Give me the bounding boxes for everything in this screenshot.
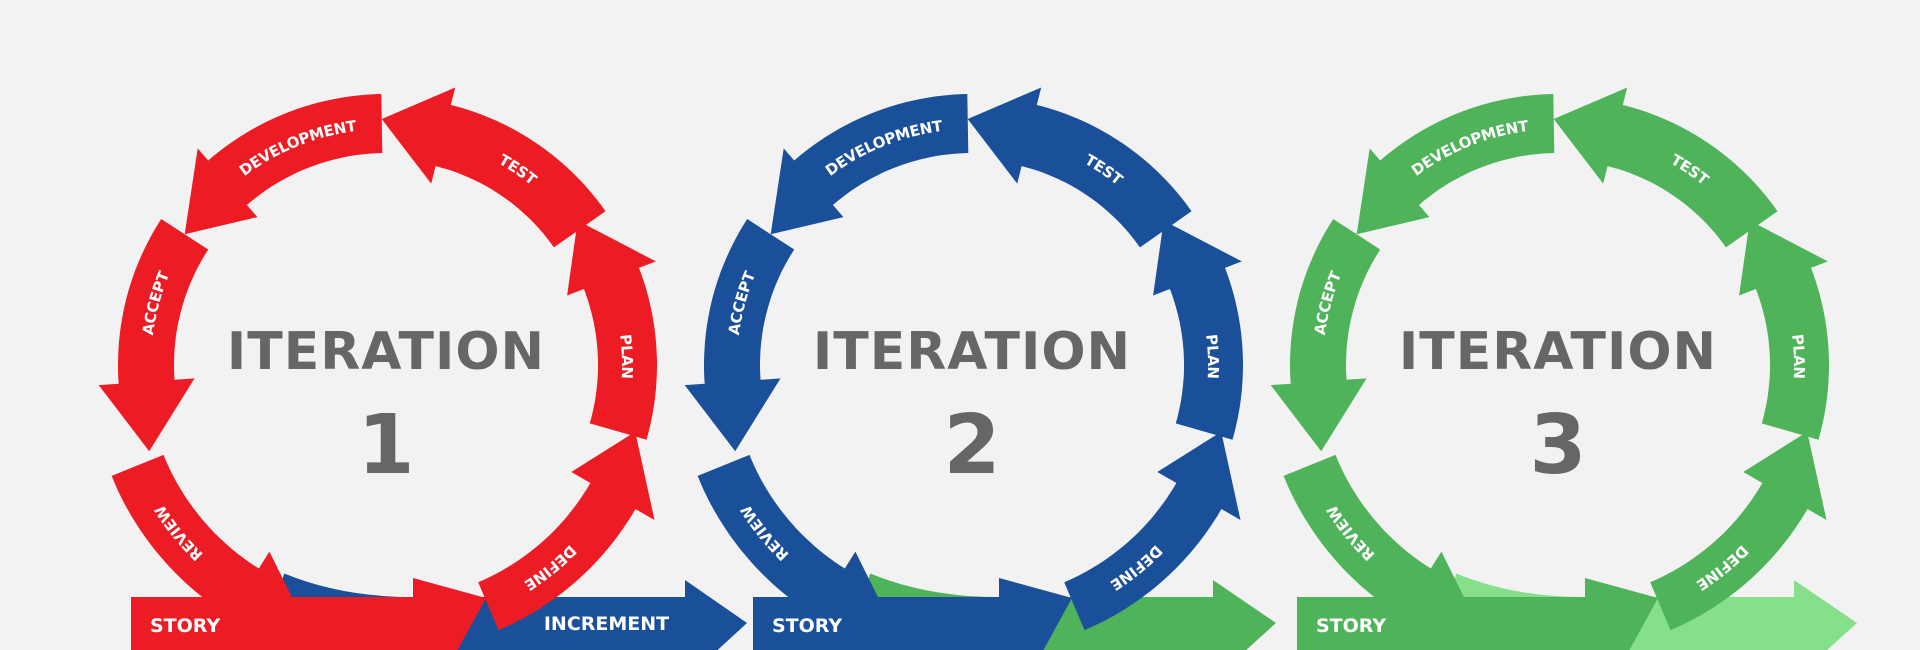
development-arrow-shape xyxy=(770,94,969,235)
stage-arrow-development: DEVELOPMENT xyxy=(184,94,383,235)
stage-arrow-plan: PLAN xyxy=(1153,220,1243,440)
plan-label: PLAN xyxy=(1789,333,1809,379)
stage-arrow-test: TEST xyxy=(1553,87,1778,248)
stage-arrow-development: DEVELOPMENT xyxy=(1356,94,1555,235)
cycle-layer: 1DEVELOPMENTTESTPLANREVIEWACCEPTSTORYDEF… xyxy=(98,87,1829,650)
define-arrow-shape xyxy=(478,431,655,631)
development-arrow-shape xyxy=(184,94,383,235)
stage-arrow-accept: ACCEPT xyxy=(684,219,795,452)
plan-label: PLAN xyxy=(1203,333,1223,379)
stage-arrow-accept: ACCEPT xyxy=(98,219,209,452)
define-arrow-shape xyxy=(1064,431,1241,631)
stage-arrow-plan: PLAN xyxy=(1739,220,1829,440)
plan-label: PLAN xyxy=(617,333,637,379)
stage-arrow-define: DEFINE xyxy=(478,431,655,631)
test-arrow-shape xyxy=(967,87,1192,248)
iteration-3-title: ITERATION xyxy=(1398,322,1718,382)
review-arrow-shape xyxy=(111,454,304,633)
story-arrow: STORY xyxy=(1297,578,1658,650)
review-arrow-shape xyxy=(697,454,890,633)
story-arrow: STORY xyxy=(753,578,1072,650)
iteration-2-title: ITERATION xyxy=(812,322,1132,382)
stage-arrow-plan: PLAN xyxy=(567,220,657,440)
test-arrow-shape xyxy=(381,87,606,248)
plan-arrow-shape xyxy=(1153,220,1243,440)
stage-arrow-test: TEST xyxy=(967,87,1192,248)
stage-arrow-accept: ACCEPT xyxy=(1270,219,1381,452)
define-arrow-shape xyxy=(1650,431,1827,631)
stage-arrow-test: TEST xyxy=(381,87,606,248)
accept-arrow-shape xyxy=(98,219,209,452)
review-arrow-shape xyxy=(1283,454,1476,633)
story-label: STORY xyxy=(150,615,220,637)
iteration-3-cycle: 3DEVELOPMENTTESTPLANREVIEWACCEPTSTORYDEF… xyxy=(1270,87,1829,650)
plan-arrow-shape xyxy=(567,220,657,440)
story-arrow-shape xyxy=(753,578,1072,650)
story-arrow-shape xyxy=(131,578,486,650)
story-label: STORY xyxy=(772,615,842,637)
increment-label: INCREMENT xyxy=(544,613,669,635)
test-arrow-shape xyxy=(1553,87,1778,248)
iteration-1-cycle: 1DEVELOPMENTTESTPLANREVIEWACCEPTSTORYDEF… xyxy=(98,87,669,650)
iteration-number: 1 xyxy=(357,398,414,493)
iteration-number: 3 xyxy=(1529,398,1586,493)
story-arrow-shape xyxy=(1297,578,1658,650)
development-arrow-shape xyxy=(1356,94,1555,235)
plan-arrow-shape xyxy=(1739,220,1829,440)
accept-arrow-shape xyxy=(1270,219,1381,452)
iteration-1-title: ITERATION xyxy=(226,322,546,382)
accept-arrow-shape xyxy=(684,219,795,452)
story-arrow: STORY xyxy=(131,578,486,650)
stage-arrow-development: DEVELOPMENT xyxy=(770,94,969,235)
story-label: STORY xyxy=(1316,615,1386,637)
iteration-number: 2 xyxy=(943,398,1000,493)
